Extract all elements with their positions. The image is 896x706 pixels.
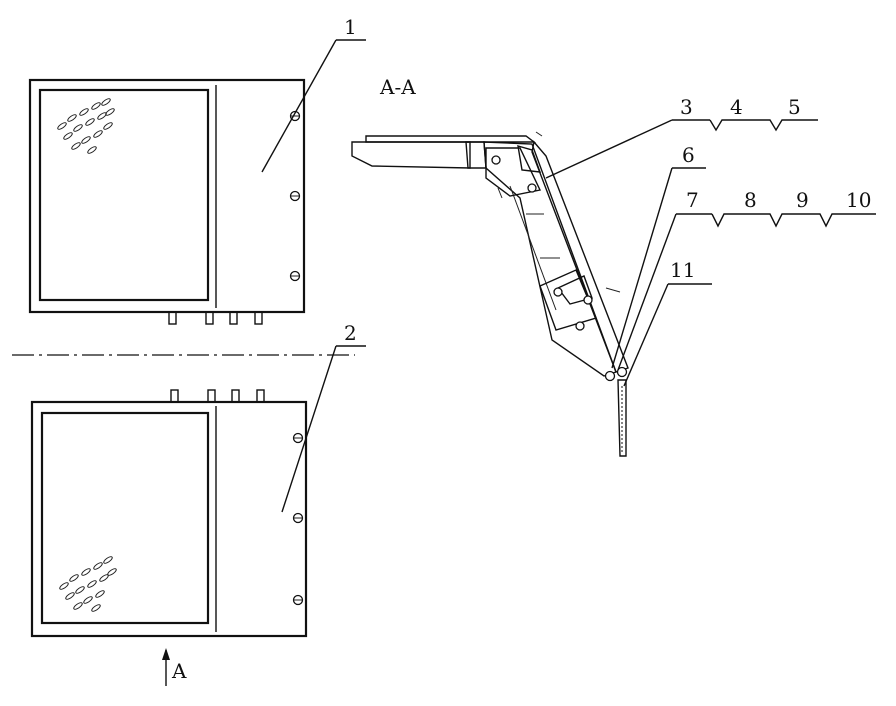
callout-6: 6 <box>682 143 695 167</box>
lower-panel-tabs <box>170 389 265 403</box>
leader-2: 2 <box>281 321 366 513</box>
leader-7-8-9-10: 7 8 9 10 <box>617 188 876 371</box>
upper-panel-window <box>38 88 210 302</box>
hanging-strip <box>617 379 627 457</box>
callout-1: 1 <box>344 15 357 39</box>
section-assembly <box>351 131 629 457</box>
leader-6: 6 <box>611 143 706 369</box>
inclined-plate <box>531 140 629 373</box>
callout-5: 5 <box>788 95 801 119</box>
upper-bracket <box>485 147 542 197</box>
upper-panel <box>28 78 306 325</box>
inclined-arm <box>483 141 617 377</box>
upper-tread-pattern <box>57 98 115 154</box>
lower-panel-outline <box>30 400 308 638</box>
lower-panel <box>30 389 308 638</box>
leader-1: 1 <box>261 15 366 173</box>
upper-panel-outline <box>28 78 306 314</box>
section-bolts <box>491 155 628 382</box>
upper-panel-bolts <box>289 110 301 282</box>
section-title: A-A <box>379 75 416 99</box>
lower-panel-bolts <box>292 432 304 606</box>
top-plate <box>365 135 537 143</box>
callout-2: 2 <box>344 321 357 345</box>
callout-11: 11 <box>670 258 695 282</box>
lower-bracket <box>539 269 597 331</box>
lower-tread-pattern <box>59 556 117 612</box>
callout-3: 3 <box>680 95 693 119</box>
callout-7: 7 <box>686 188 699 212</box>
callout-4: 4 <box>730 95 743 119</box>
horizontal-arm <box>351 141 471 169</box>
upper-panel-tabs <box>168 311 263 325</box>
view-arrow: A <box>162 648 187 686</box>
leader-3-4-5: 3 4 5 <box>545 95 818 179</box>
view-arrow-label: A <box>171 659 187 683</box>
callout-9: 9 <box>796 188 809 212</box>
callout-8: 8 <box>744 188 757 212</box>
lower-panel-window <box>40 411 210 625</box>
callout-10: 10 <box>846 188 871 212</box>
leader-11: 11 <box>623 258 712 387</box>
